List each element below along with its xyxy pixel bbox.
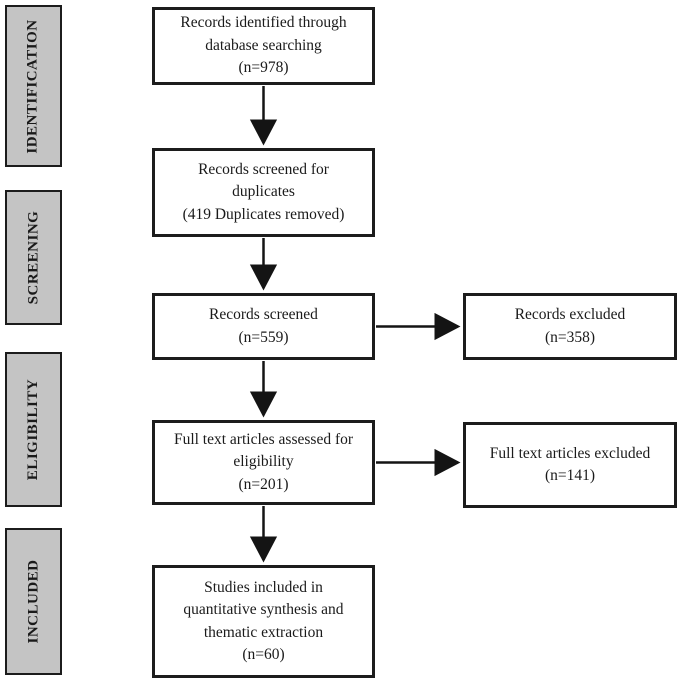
box-records-identified-text: Records identified through database sear…: [180, 14, 347, 77]
box-fulltext-excluded-text: Full text articles excluded (n=141): [489, 444, 651, 484]
stage-included: INCLUDED: [5, 528, 62, 675]
box-duplicates-screened-text: Records screened for duplicates (419 Dup…: [182, 160, 345, 223]
box-records-identified: Records identified through database sear…: [152, 7, 375, 85]
stage-screening: SCREENING: [5, 190, 62, 325]
stage-identification: IDENTIFICATION: [5, 5, 62, 167]
box-duplicates-screened: Records screened for duplicates (419 Dup…: [152, 148, 375, 237]
stage-eligibility: ELIGIBILITY: [5, 352, 62, 507]
box-records-screened: Records screened (n=559): [152, 293, 375, 360]
stage-eligibility-label: ELIGIBILITY: [25, 378, 41, 481]
stage-screening-label: SCREENING: [25, 210, 41, 305]
box-studies-included-text: Studies included in quantitative synthes…: [183, 578, 344, 663]
box-fulltext-excluded: Full text articles excluded (n=141): [463, 422, 677, 508]
box-studies-included: Studies included in quantitative synthes…: [152, 565, 375, 678]
box-fulltext-assessed: Full text articles assessed for eligibil…: [152, 420, 375, 505]
box-fulltext-assessed-text: Full text articles assessed for eligibil…: [173, 430, 354, 493]
box-records-excluded: Records excluded (n=358): [463, 293, 677, 360]
stage-included-label: INCLUDED: [25, 559, 42, 644]
stage-identification-label: IDENTIFICATION: [25, 18, 41, 154]
box-records-screened-text: Records screened (n=559): [209, 306, 318, 346]
box-records-excluded-text: Records excluded (n=358): [514, 306, 626, 346]
